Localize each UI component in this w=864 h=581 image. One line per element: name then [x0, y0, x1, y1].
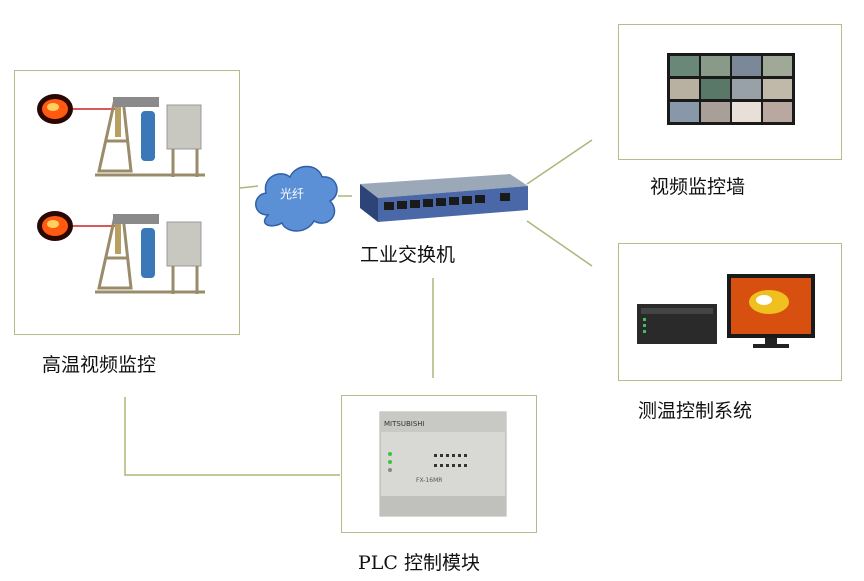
- svg-text:MITSUBISHI: MITSUBISHI: [384, 420, 425, 428]
- video-wall-frame: [618, 24, 842, 160]
- plc-label: PLC 控制模块: [358, 552, 480, 574]
- camera-unit-2: [37, 211, 205, 294]
- video-wall-label: 视频监控墙: [650, 176, 746, 198]
- video-wall-illustration: [667, 53, 795, 125]
- temp-control-illustration: [637, 274, 815, 348]
- switch-to-videowall-line: [526, 139, 593, 185]
- temp-control-frame: [618, 243, 842, 381]
- switch-label: 工业交换机: [360, 244, 456, 266]
- camera-unit-1: [37, 94, 205, 177]
- plc-illustration: MITSUBISHI FX-16MR: [379, 411, 507, 517]
- cloud-icon: [255, 165, 338, 232]
- high-temp-video-frame: [14, 70, 240, 335]
- switch-to-tempcontrol-line: [526, 220, 593, 267]
- fiber-cloud: 光纤: [248, 155, 344, 237]
- camera-to-plc-line: [124, 397, 340, 476]
- camera-equipment-illustration: [37, 94, 205, 294]
- high-temp-video-label: 高温视频监控: [42, 354, 157, 376]
- industrial-switch-illustration: [360, 174, 528, 222]
- temp-control-label: 测温控制系统: [638, 400, 753, 422]
- fiber-label: 光纤: [280, 187, 305, 201]
- fiber-to-camera-line: [239, 185, 259, 189]
- plc-frame: MITSUBISHI FX-16MR: [341, 395, 537, 533]
- svg-text:FX-16MR: FX-16MR: [416, 477, 442, 484]
